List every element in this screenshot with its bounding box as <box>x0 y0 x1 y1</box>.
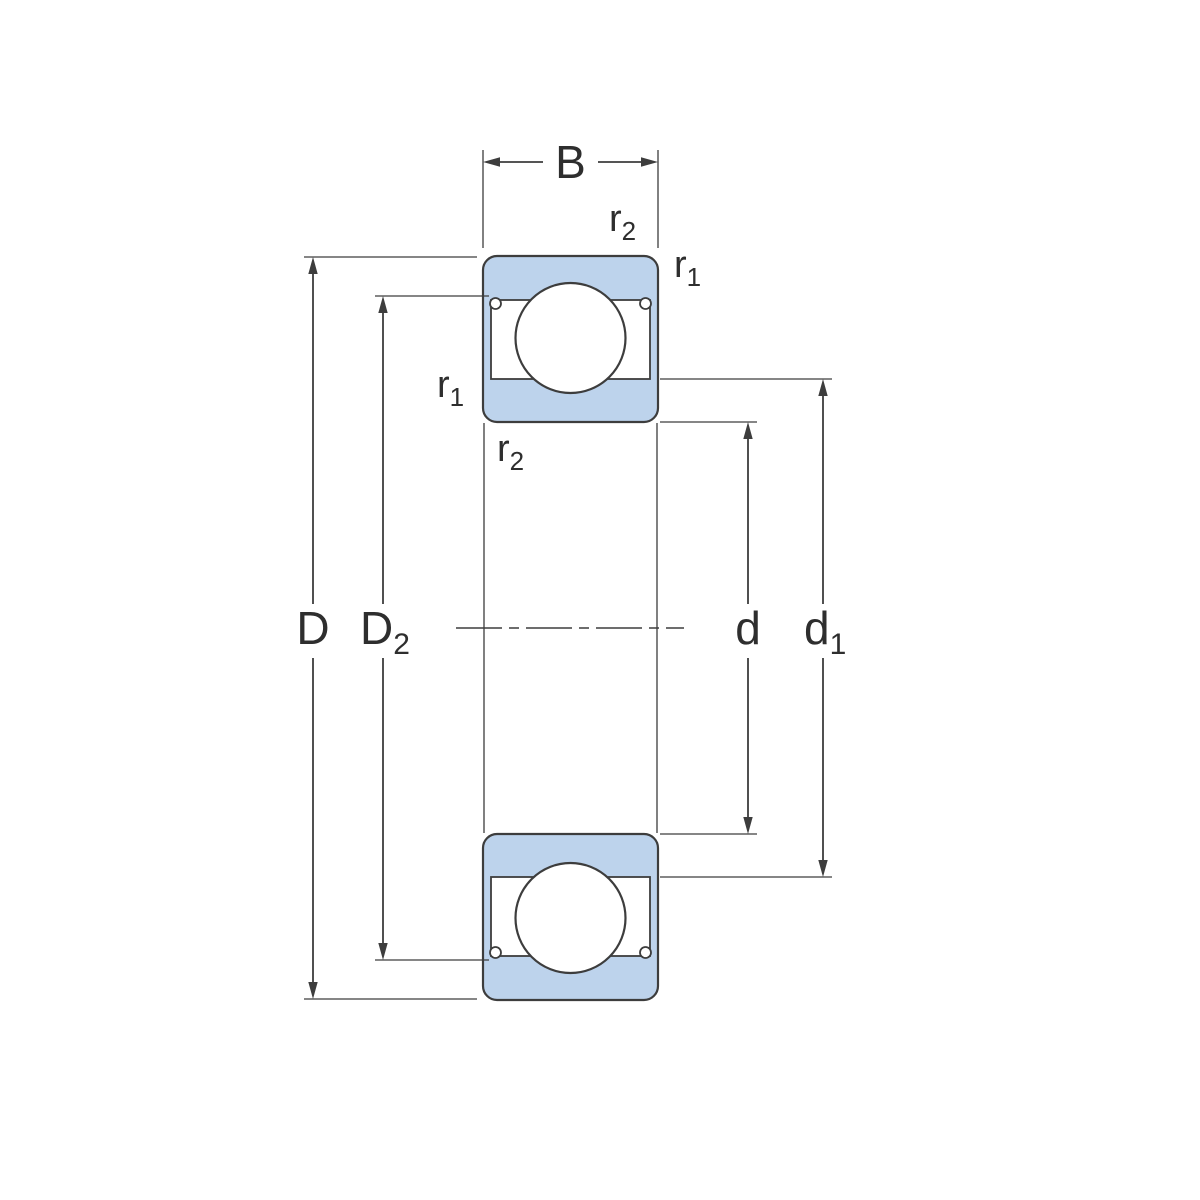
ball <box>514 281 627 395</box>
arrowhead-down <box>308 982 318 999</box>
arrowhead-up <box>308 257 318 274</box>
shield-anchor-left <box>489 297 502 310</box>
label-shoulder-diameter-d1: d1 <box>804 602 846 661</box>
dimension-d: d <box>660 421 761 835</box>
arrowhead-up <box>818 379 828 396</box>
dimension-d1: d1 <box>660 378 846 878</box>
bearing-section-top <box>481 254 660 424</box>
bearing <box>456 254 684 1002</box>
label-outer-diameter-D: D <box>296 602 329 654</box>
label-bore-diameter-d: d <box>735 602 761 654</box>
arrowhead-up <box>378 296 388 313</box>
chamfer-labels: r2 r1 r1 r2 <box>437 198 701 476</box>
arrowhead-left <box>483 157 500 167</box>
arrowhead-down <box>743 817 753 834</box>
label-shield-recess-diameter-D2: D2 <box>360 602 410 661</box>
dimension-D2: D2 <box>360 295 489 961</box>
label-r1-top-right: r1 <box>674 244 701 292</box>
dimension-B: B <box>482 136 659 248</box>
label-r2-top: r2 <box>609 198 636 246</box>
arrowhead-right <box>641 157 658 167</box>
label-width-B: B <box>555 136 586 188</box>
dimension-D: D <box>296 256 477 1000</box>
shield-anchor-right <box>639 297 652 310</box>
arrowhead-down <box>378 943 388 960</box>
label-r1-left: r1 <box>437 364 464 412</box>
bearing-section-bottom <box>481 832 660 1002</box>
label-r2-bottom-left: r2 <box>497 428 524 476</box>
arrowhead-up <box>743 422 753 439</box>
arrowhead-down <box>818 860 828 877</box>
